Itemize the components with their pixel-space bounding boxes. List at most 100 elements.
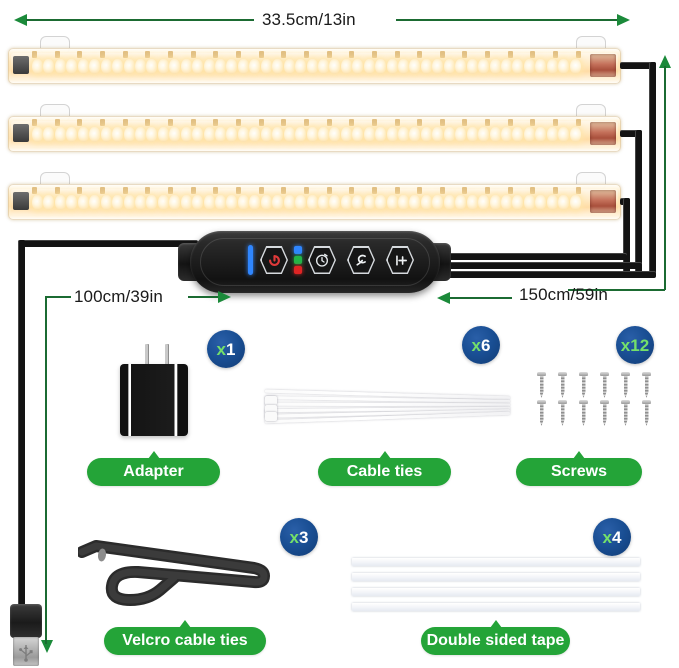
strip-end-pad: [590, 122, 616, 145]
screw: [558, 372, 567, 398]
screw: [558, 400, 567, 426]
clock-timer-icon: [316, 253, 328, 267]
usb-cable-length-label: 100cm/39in: [74, 287, 163, 306]
red-indicator: [294, 266, 302, 274]
adapter-body: [120, 364, 188, 436]
right-measure-lead: [450, 297, 512, 299]
harness-bottom-run-3: [436, 253, 627, 260]
tape-strip: [352, 573, 640, 581]
screw: [600, 372, 609, 398]
usb-logo-icon: [19, 645, 33, 662]
rgb-indicator-stack: [294, 246, 302, 274]
harness-trunk-inner: [623, 198, 630, 277]
strip-connector-pad: [13, 192, 29, 210]
top-dimension-arrow-right: [617, 14, 630, 26]
adapter-qty-number: 1: [226, 339, 236, 359]
double-tape-qty-number: 4: [612, 527, 622, 547]
left-measure-arrow-right: [218, 291, 231, 303]
controller-button-row: [248, 245, 414, 275]
screw: [600, 400, 609, 426]
screw: [621, 400, 630, 426]
right-measure-line: [664, 66, 666, 290]
usb-pointer-line: [45, 596, 47, 644]
strip-end-pad: [590, 54, 616, 77]
strip-leds: [32, 193, 581, 212]
screws-label: Screws: [550, 463, 608, 480]
harness-bottom-run-2: [436, 262, 642, 269]
left-measure-line: [45, 296, 47, 616]
cable-ties-qty-number: 6: [481, 335, 491, 355]
cable-tie-head: [265, 396, 277, 405]
timer-button[interactable]: [308, 246, 336, 274]
usb-cable-horizontal: [18, 240, 198, 247]
screws-qty-x: x: [620, 335, 631, 355]
strip-leds: [32, 57, 581, 76]
cable-ties-bundle: [264, 389, 511, 424]
power-icon: [268, 254, 280, 266]
adapter-qty-x: x: [216, 339, 226, 359]
top-dimension-line-right: [396, 19, 618, 21]
timer-button-inner: [309, 247, 335, 273]
harness-bottom-run-1: [436, 271, 656, 278]
left-measure-tail: [188, 296, 220, 298]
double-tape-label-pill: Double sided tape: [421, 620, 570, 655]
double-tape-label: Double sided tape: [426, 632, 565, 649]
plus-brightness-icon: [395, 254, 407, 266]
strip-connector-pad: [13, 124, 29, 142]
double-sided-tape-group: [352, 558, 640, 614]
connector-cable-length-label: 150cm/59in: [519, 285, 608, 304]
strip-chips: [32, 51, 581, 58]
cable-ties-label: Cable ties: [346, 463, 423, 480]
usb-cable-vertical: [18, 240, 25, 612]
adapter-label: Adapter: [123, 463, 184, 480]
led-strip-3: [8, 184, 621, 220]
cable-ties-label-pill: Cable ties: [318, 451, 451, 486]
harness-trunk-outer: [649, 62, 656, 277]
led-strip-1: [8, 48, 621, 84]
screw: [579, 400, 588, 426]
velcro-ties-qty-x: x: [289, 527, 299, 547]
usb-pointer-arrow: [41, 640, 53, 653]
screw: [579, 372, 588, 398]
strip-end-pad: [590, 190, 616, 213]
swirl-mode-icon: [355, 254, 366, 266]
controller-box[interactable]: [190, 231, 440, 293]
usb-connector: [6, 604, 46, 666]
strip-length-label: 33.5cm/13in: [262, 10, 356, 29]
screws-group: [537, 372, 655, 426]
mode-button-inner: [348, 247, 374, 273]
harness-wire-strip2: [620, 130, 642, 137]
velcro-ties-label: Velcro cable ties: [122, 632, 248, 649]
blue-indicator: [294, 246, 302, 254]
harness-trunk-mid: [635, 130, 642, 277]
cable-tie-head: [265, 412, 277, 421]
brightness-up-button[interactable]: [386, 246, 414, 274]
mode-button[interactable]: [347, 246, 375, 274]
screw: [642, 400, 651, 426]
adapter-prong-right: [165, 344, 169, 367]
cable-tie-head: [265, 405, 277, 414]
harness-wire-strip1: [620, 62, 656, 69]
screws-label-pill: Screws: [516, 451, 642, 486]
velcro-cable-tie: [78, 540, 270, 606]
cable-ties-qty-x: x: [471, 335, 481, 355]
double-tape-qty-x: x: [602, 527, 612, 547]
screw: [537, 372, 546, 398]
left-measure-head: [45, 296, 71, 298]
screw: [537, 400, 546, 426]
strip-chips: [32, 187, 581, 194]
strip-connector-pad: [13, 56, 29, 74]
screw: [621, 372, 630, 398]
right-measure-arrow-left: [437, 292, 450, 304]
tape-strip: [352, 558, 640, 566]
power-button[interactable]: [260, 246, 288, 274]
velcro-ties-label-pill: Velcro cable ties: [104, 620, 266, 655]
right-measure-arrow-up: [659, 55, 671, 68]
adapter-label-pill: Adapter: [87, 451, 220, 486]
